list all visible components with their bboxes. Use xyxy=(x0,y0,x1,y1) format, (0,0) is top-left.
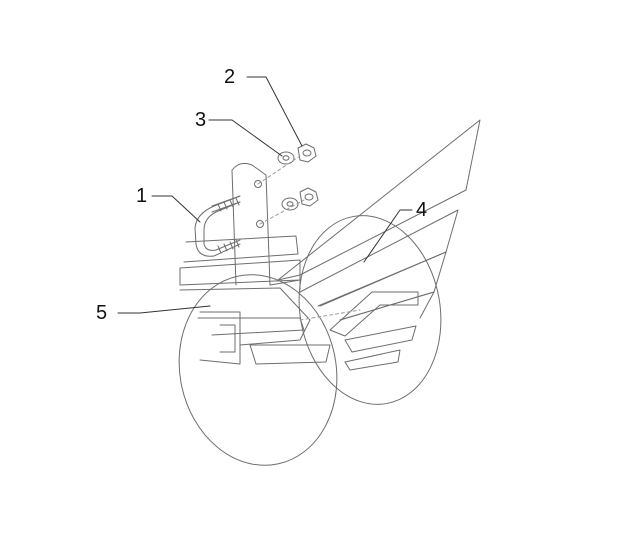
mudflap-front xyxy=(178,274,338,466)
callout-2: 2 xyxy=(224,66,236,88)
callout-4: 4 xyxy=(416,199,428,221)
assembly-axis-lines xyxy=(257,155,361,321)
nut-top xyxy=(297,143,317,163)
callout-3: 3 xyxy=(195,109,207,131)
callout-1: 1 xyxy=(136,185,148,207)
washer-top xyxy=(277,151,295,165)
washer-bottom xyxy=(281,197,299,211)
mudflap-rear xyxy=(277,119,481,405)
mounting-bracket xyxy=(179,162,301,291)
nut-bottom xyxy=(299,187,319,207)
leader-lines xyxy=(117,76,413,314)
u-bolt xyxy=(194,195,241,257)
callout-5: 5 xyxy=(96,302,108,324)
